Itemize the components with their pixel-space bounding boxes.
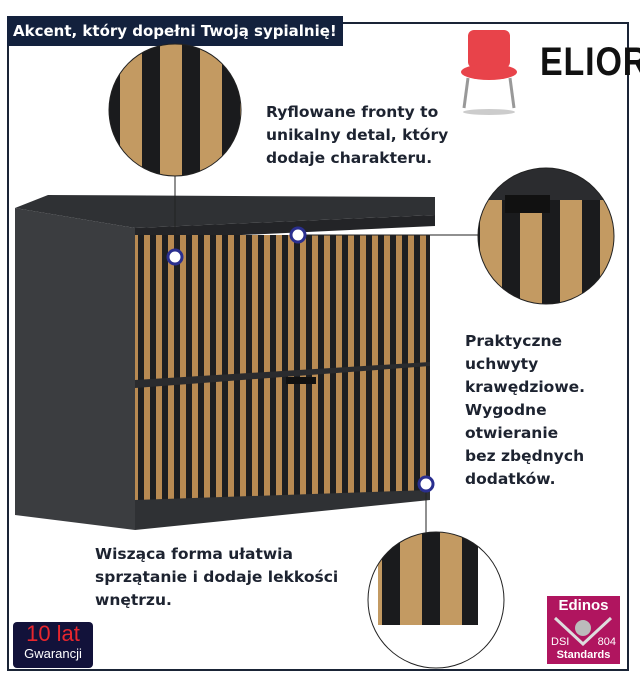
callout-line: Praktyczne [465, 332, 563, 350]
cert-left: DSI [551, 636, 570, 648]
hotspot-dot [417, 475, 435, 493]
callout-hanging: Wisząca forma ułatwia sprzątanie i dodaj… [95, 543, 338, 612]
cert-name: Edinos [558, 597, 609, 614]
callout-line: wnętrzu. [95, 591, 172, 609]
callout-line: Wygodne [465, 401, 547, 419]
callout-fronts: Ryflowane fronty to unikalny detal, któr… [266, 101, 448, 170]
warranty-badge: 10 lat Gwarancji [13, 622, 93, 668]
hotspot-dot [289, 226, 307, 244]
cert-v-icon [553, 616, 613, 646]
callout-line: unikalny detal, który [266, 126, 449, 144]
cert-standards: Standards [556, 649, 611, 661]
cert-right: 804 [597, 636, 616, 648]
callout-line: dodaje charakteru. [266, 149, 433, 167]
callout-line: Wisząca forma ułatwia [95, 545, 293, 563]
callout-line: uchwyty [465, 355, 539, 373]
brand-logo: ELIOR [540, 40, 640, 84]
callout-handles: Praktyczne uchwyty krawędziowe. Wygodne … [465, 330, 585, 491]
warranty-years: 10 lat [26, 621, 80, 646]
callout-line: sprzątanie i dodaje lekkości [95, 568, 339, 586]
edinos-certificate-badge: Edinos DSI 804 Standards [547, 596, 620, 664]
headline-banner: Akcent, który dopełni Twoją sypialnię! [7, 16, 343, 46]
callout-line: otwieranie [465, 424, 559, 442]
callout-line: krawędziowe. [465, 378, 586, 396]
hotspot-dot [166, 248, 184, 266]
callout-line: dodatków. [465, 470, 556, 488]
callout-line: bez zbędnych [465, 447, 585, 465]
callout-line: Ryflowane fronty to [266, 103, 439, 121]
detail-circle-bottom [367, 531, 505, 669]
chair-logo-icon [461, 30, 517, 115]
detail-circle-slats [108, 43, 242, 177]
warranty-label: Gwarancji [24, 646, 82, 661]
nightstand-drawing [15, 195, 435, 530]
detail-circle-handle [477, 167, 615, 305]
